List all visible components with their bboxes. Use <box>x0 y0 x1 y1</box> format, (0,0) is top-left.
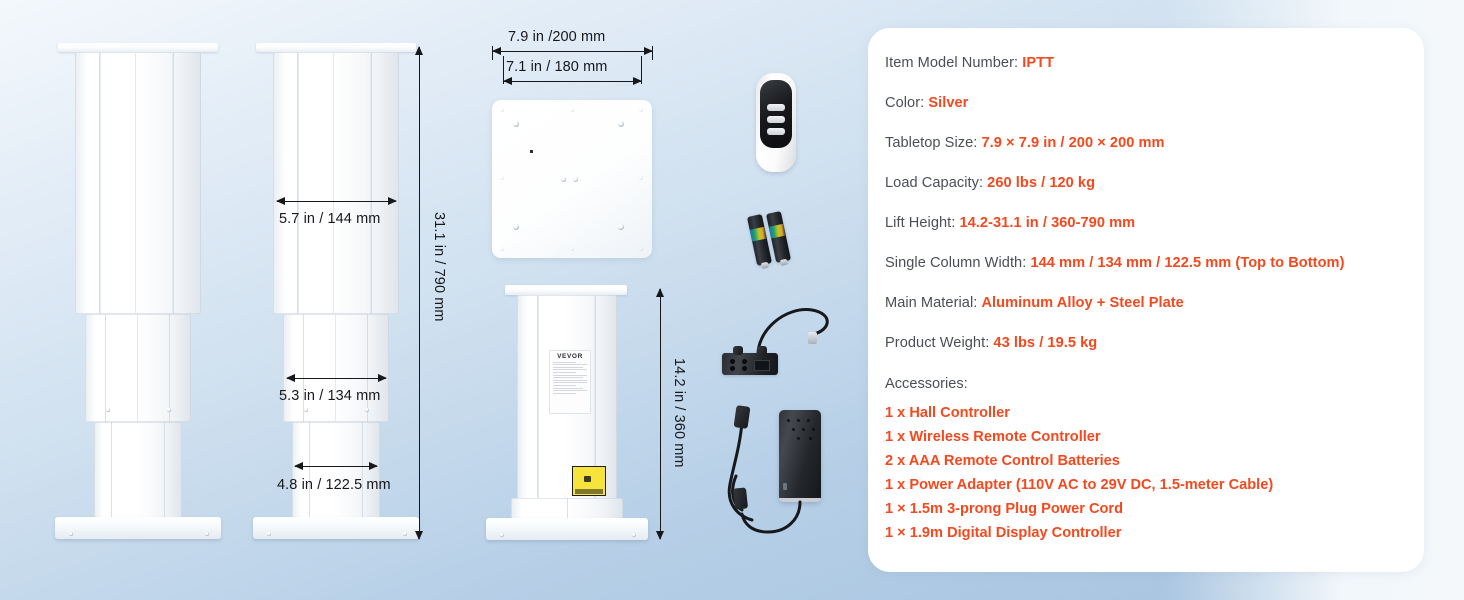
tabletop-screw-bl <box>513 224 519 230</box>
tabletop-screw-center-right <box>573 177 578 182</box>
spec-label-column-width: Single Column Width: <box>885 255 1031 271</box>
tabletop-marker-dot <box>530 150 533 153</box>
spec-row-material: Main Material: Aluminum Alloy + Steel Pl… <box>885 295 1184 311</box>
dim-arrow-max-height <box>415 46 423 540</box>
dim-label-tabletop-outer: 7.9 in /200 mm <box>508 29 606 45</box>
power-adapter-cables <box>727 420 802 534</box>
spec-value-color: Silver <box>928 95 969 111</box>
spec-row-tabletop-size: Tabletop Size: 7.9 × 7.9 in / 200 × 200 … <box>885 135 1165 151</box>
spec-row-column-width: Single Column Width: 144 mm / 134 mm / 1… <box>885 255 1345 271</box>
column3-foot-screw-left <box>500 533 504 537</box>
column2-foot-screw-right <box>403 532 407 536</box>
spec-label-weight: Product Weight: <box>885 335 994 351</box>
spec-label-material: Main Material: <box>885 295 982 311</box>
column2-segment-top <box>273 52 399 314</box>
spec-label-model: Item Model Number: <box>885 55 1023 71</box>
column3-top-plate <box>505 285 627 295</box>
dim-arrow-column-mid-width <box>286 374 387 382</box>
vevor-brand-text: VEVOR <box>557 353 583 360</box>
column2-foot-plate <box>253 517 419 539</box>
column2-segment-bottom <box>292 422 380 524</box>
accessory-item-1: 1 x Hall Controller <box>885 405 1010 421</box>
remote-face <box>760 80 792 148</box>
tabletop-screw-br <box>618 224 624 230</box>
spec-row-color: Color: Silver <box>885 95 968 111</box>
dim-label-column-mid-width: 5.3 in / 134 mm <box>279 388 381 404</box>
remote-button-down <box>767 128 785 135</box>
spec-value-lift-height: 14.2-31.1 in / 360-790 mm <box>959 215 1136 231</box>
spec-value-weight: 43 lbs / 19.5 kg <box>993 335 1098 351</box>
warning-sticker <box>572 466 606 496</box>
remote-button-mid <box>767 116 785 123</box>
hall-controller-clip-right <box>757 346 767 355</box>
spec-value-load-capacity: 260 lbs / 120 kg <box>987 175 1096 191</box>
dim-arrow-tabletop-outer <box>492 47 653 55</box>
tabletop-edge-hole-1 <box>500 108 504 112</box>
tabletop-screw-tr <box>618 121 624 127</box>
accessory-item-3: 2 x AAA Remote Control Batteries <box>885 453 1120 469</box>
hall-controller-body <box>722 353 778 375</box>
dim-arrow-min-height <box>656 288 664 540</box>
column2-screw-left <box>304 408 308 412</box>
dim-label-column-bottom-width: 4.8 in / 122.5 mm <box>277 477 391 493</box>
tabletop-edge-hole-6 <box>500 247 504 251</box>
tabletop-edge-hole-8 <box>639 247 643 251</box>
column2-foot-screw-left <box>267 532 271 536</box>
column2-top-plate <box>256 43 416 52</box>
tabletop-screw-center-left <box>561 177 566 182</box>
column1-screw-left <box>106 408 110 412</box>
column1-foot-plate <box>55 517 221 539</box>
spec-value-material: Aluminum Alloy + Steel Plate <box>981 295 1184 311</box>
hall-controller-cable <box>756 308 829 360</box>
spec-label-tabletop-size: Tabletop Size: <box>885 135 982 151</box>
spec-value-model: IPTT <box>1022 55 1055 71</box>
spec-label-lift-height: Lift Height: <box>885 215 960 231</box>
power-adapter-plug-bottom <box>732 487 749 510</box>
tabletop-edge-hole-3 <box>639 108 643 112</box>
accessory-item-4: 1 x Power Adapter (110V AC to 29V DC, 1.… <box>885 477 1274 493</box>
tabletop-edge-hole-4 <box>500 176 504 180</box>
column2-screw-right <box>365 408 369 412</box>
column3-foot-plate <box>486 518 648 540</box>
accessory-item-6: 1 × 1.9m Digital Display Controller <box>885 525 1122 541</box>
spec-row-model: Item Model Number: IPTT <box>885 55 1054 71</box>
tabletop-edge-hole-2 <box>570 108 574 112</box>
dim-arrow-column-top-width <box>276 197 397 205</box>
spec-row-load-capacity: Load Capacity: 260 lbs / 120 kg <box>885 175 1095 191</box>
column1-foot-screw-left <box>69 532 73 536</box>
dim-label-column-top-width: 5.7 in / 144 mm <box>279 211 381 227</box>
spec-label-color: Color: <box>885 95 929 111</box>
spec-row-lift-height: Lift Height: 14.2-31.1 in / 360-790 mm <box>885 215 1135 231</box>
product-spec-label: VEVOR <box>549 350 591 414</box>
column3-foot-screw-right <box>632 533 636 537</box>
tabletop-edge-hole-5 <box>639 176 643 180</box>
column1-segment-top <box>75 52 201 314</box>
dim-arrow-tabletop-inner <box>503 77 642 85</box>
tabletop-edge-hole-7 <box>570 247 574 251</box>
column1-screw-right <box>167 408 171 412</box>
dim-label-tabletop-inner: 7.1 in / 180 mm <box>506 59 608 75</box>
accessory-item-5: 1 × 1.5m 3-prong Plug Power Cord <box>885 501 1124 517</box>
tabletop-screw-tl <box>513 121 519 127</box>
spec-value-column-width: 144 mm / 134 mm / 122.5 mm (Top to Botto… <box>1030 255 1345 271</box>
column1-segment-bottom <box>94 422 182 524</box>
spec-row-weight: Product Weight: 43 lbs / 19.5 kg <box>885 335 1097 351</box>
column1-foot-screw-right <box>205 532 209 536</box>
hall-controller-connector <box>808 332 817 344</box>
spec-value-tabletop-size: 7.9 × 7.9 in / 200 × 200 mm <box>981 135 1165 151</box>
accessory-item-2: 1 x Wireless Remote Controller <box>885 429 1101 445</box>
hall-controller-clip-left <box>733 346 743 355</box>
dim-label-min-height: 14.2 in / 360 mm <box>671 358 687 468</box>
column1-top-plate <box>58 43 218 52</box>
dim-label-max-height: 31.1 in / 790 mm <box>431 212 447 322</box>
accessories-heading: Accessories: <box>885 376 968 392</box>
column2-segment-middle <box>283 314 389 422</box>
tabletop-plate-body <box>492 100 652 258</box>
dim-arrow-column-bottom-width <box>294 462 378 470</box>
spec-label-load-capacity: Load Capacity: <box>885 175 988 191</box>
power-adapter-brick <box>779 410 821 502</box>
remote-button-up <box>767 104 785 111</box>
specification-card: Item Model Number: IPTT Color: Silver Ta… <box>868 28 1424 572</box>
column1-segment-middle <box>85 314 191 422</box>
